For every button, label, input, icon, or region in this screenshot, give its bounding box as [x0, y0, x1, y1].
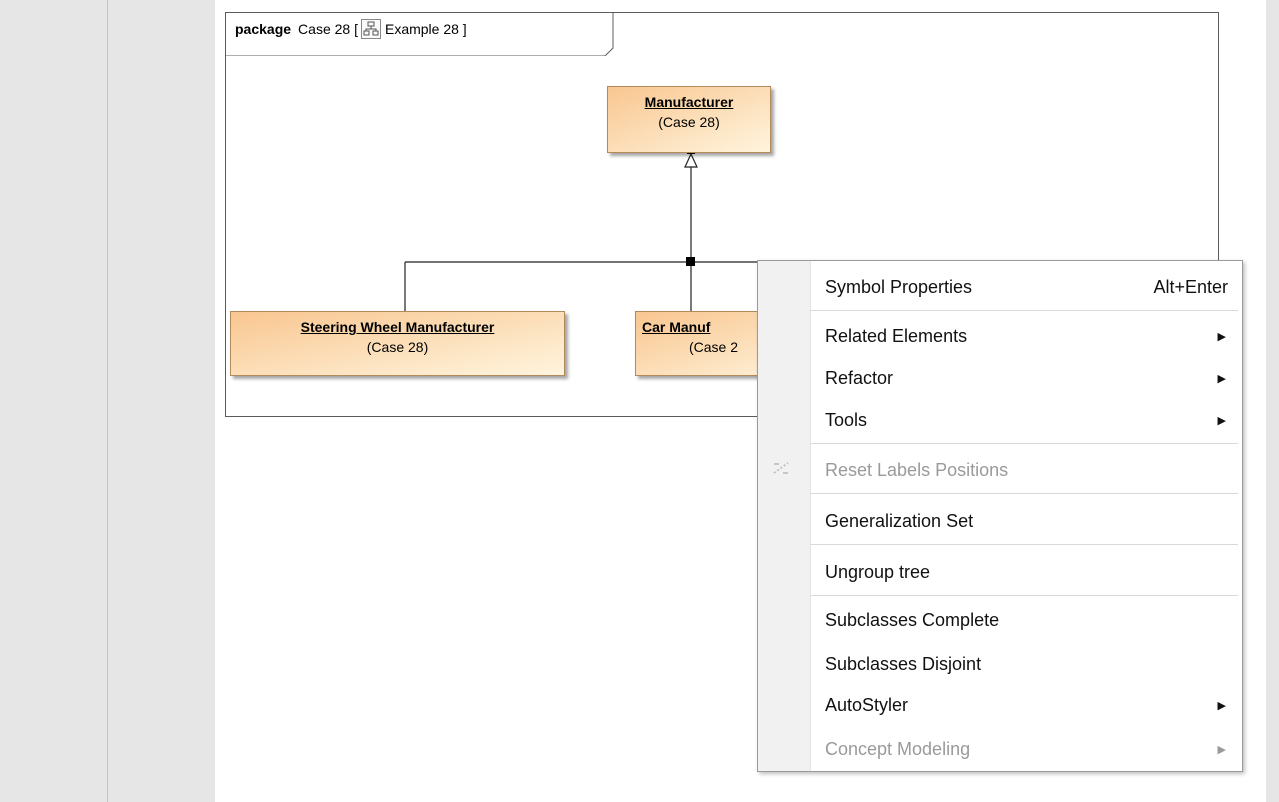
- class-steering-wheel-manufacturer[interactable]: Steering Wheel Manufacturer (Case 28): [230, 311, 565, 376]
- menu-separator: [811, 310, 1238, 311]
- class-manufacturer[interactable]: Manufacturer (Case 28): [607, 86, 771, 153]
- context-menu[interactable]: Symbol Properties Alt+Enter Related Elem…: [757, 260, 1243, 772]
- menu-item-tools[interactable]: Tools ▶: [825, 409, 1226, 430]
- menu-separator: [811, 595, 1238, 596]
- submenu-arrow-icon: ▶: [1217, 699, 1226, 712]
- submenu-arrow-icon: ▶: [1217, 743, 1226, 756]
- menu-separator: [811, 493, 1238, 494]
- class-diagram-icon: [360, 19, 381, 39]
- menu-item-autostyler[interactable]: AutoStyler ▶: [825, 694, 1226, 715]
- class-name: Car Manuf: [642, 319, 711, 335]
- menu-item-symbol-properties[interactable]: Symbol Properties Alt+Enter: [825, 276, 1228, 297]
- submenu-arrow-icon: ▶: [1217, 372, 1226, 385]
- menu-icon-gutter: [758, 261, 811, 771]
- package-tab-outline: [225, 12, 614, 56]
- left-panel: [0, 0, 108, 802]
- menu-item-related-elements[interactable]: Related Elements ▶: [825, 325, 1226, 346]
- menu-item-subclasses-complete[interactable]: Subclasses Complete: [825, 609, 1000, 630]
- menu-item-concept-modeling[interactable]: Concept Modeling ▶: [825, 738, 1226, 759]
- class-name: Steering Wheel Manufacturer: [300, 319, 495, 335]
- menu-separator: [811, 443, 1238, 444]
- class-owner: (Case 28): [658, 114, 720, 130]
- reset-labels-icon: [770, 459, 792, 479]
- package-title: package Case 28 [ Example 28 ]: [235, 19, 467, 39]
- menu-separator: [811, 544, 1238, 545]
- shortcut-label: Alt+Enter: [1153, 276, 1228, 297]
- class-owner: (Case 28): [366, 339, 429, 355]
- diagram-name: Example 28 ]: [384, 21, 467, 37]
- menu-item-reset-labels-positions[interactable]: Reset Labels Positions: [825, 459, 1009, 480]
- right-scrollbar[interactable]: [1266, 0, 1279, 802]
- package-name: Case 28 [: [298, 21, 358, 37]
- left-panel-secondary: [108, 0, 215, 802]
- menu-item-generalization-set[interactable]: Generalization Set: [825, 510, 974, 531]
- menu-item-ungroup-tree[interactable]: Ungroup tree: [825, 561, 931, 582]
- menu-item-subclasses-disjoint[interactable]: Subclasses Disjoint: [825, 653, 982, 674]
- submenu-arrow-icon: ▶: [1217, 330, 1226, 343]
- submenu-arrow-icon: ▶: [1217, 414, 1226, 427]
- class-owner: (Case 2: [689, 339, 739, 355]
- package-keyword: package: [235, 21, 292, 37]
- menu-item-refactor[interactable]: Refactor ▶: [825, 367, 1226, 388]
- class-name: Manufacturer: [644, 94, 734, 110]
